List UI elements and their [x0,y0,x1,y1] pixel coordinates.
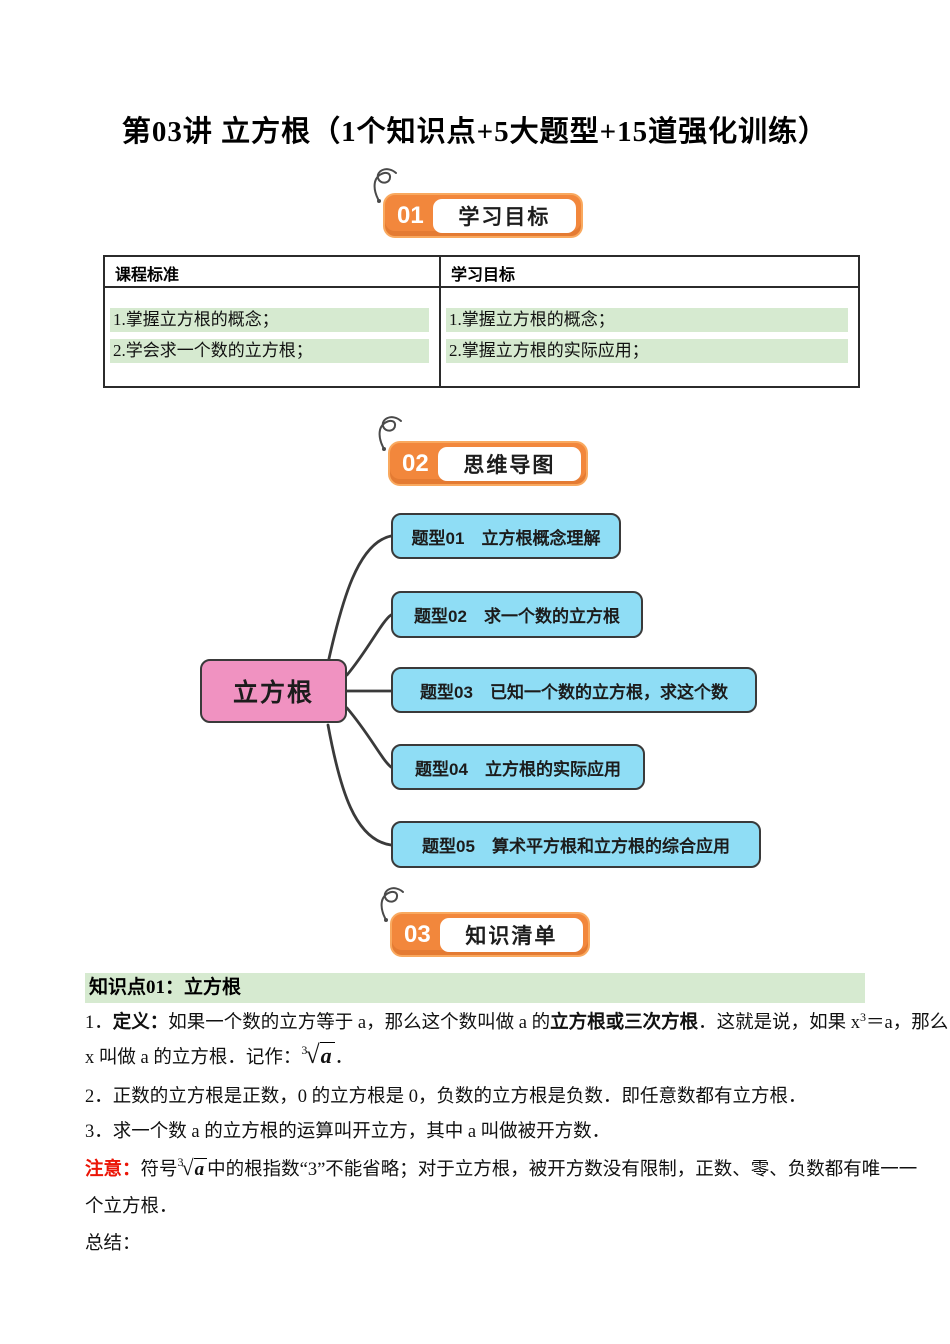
definition-text: ＝a，那么 [866,1013,949,1033]
definition-bold-term: 立方根或三次方根 [550,1013,699,1033]
mind-map: 立方根 题型01 立方根概念理解 题型02 求一个数的立方根 题型03 已知一个… [190,505,775,880]
summary-label: 总结： [85,1234,141,1254]
badge-number: 01 [397,201,424,229]
standard-item: 1.掌握立方根的概念； [110,308,429,332]
mindmap-branch-04: 题型04 立方根的实际应用 [391,744,645,790]
knowledge-point-2: 2．正数的立方根是正数，0 的立方根是 0，负数的立方根是负数．即任意数都有立方… [85,1087,807,1107]
mindmap-center-node: 立方根 [200,659,347,723]
badge-number: 03 [404,920,431,948]
mindmap-branch-01: 题型01 立方根概念理解 [391,513,621,559]
goals-table-standards-cell: 1.掌握立方根的概念； 2.学会求一个数的立方根； [105,288,439,386]
page-title: 第03讲 立方根（1个知识点+5大题型+15道强化训练） [121,116,829,148]
badge-number: 02 [402,449,429,477]
goals-table-body-row: 1.掌握立方根的概念； 2.学会求一个数的立方根； 1.掌握立方根的概念； 2.… [105,288,858,386]
squiggle-clip-icon [378,416,402,451]
definition-line-2: x 叫做 a 的立方根．记作：3√a． [85,1039,875,1074]
badge-label: 知识清单 [439,917,583,952]
section-badge-knowledge-list: 03 知识清单 [380,887,590,957]
section-badge-learning-goals: 01 学习目标 [373,168,583,238]
goals-table-objectives-cell: 1.掌握立方根的概念； 2.掌握立方根的实际应用； [439,288,858,386]
goals-table-header-objectives: 学习目标 [439,257,858,286]
definition-label: 定义： [112,1013,169,1033]
knowledge-point-3: 3．求一个数 a 的立方根的运算叫开立方，其中 a 叫做被开方数． [85,1122,611,1142]
goals-table: 课程标准 学习目标 1.掌握立方根的概念； 2.学会求一个数的立方根； 1.掌握… [103,255,860,388]
goals-table-header-standards: 课程标准 [115,267,180,284]
squiggle-clip-icon [373,168,397,203]
section-badge-mind-map: 02 思维导图 [378,416,588,486]
definition-number: 1． [85,1013,113,1033]
cube-root-notation: 3√a [178,1155,208,1180]
squiggle-clip-icon [380,887,404,922]
definition-text: x 叫做 a 的立方根．记作： [85,1048,302,1068]
standard-item: 2.学会求一个数的立方根； [110,339,429,363]
badge-pill: 01 学习目标 [383,193,583,238]
definition-text: 如果一个数的立方等于 a，那么这个数叫做 a 的 [168,1013,551,1033]
definition-text: ．这就是说，如果 x [698,1013,860,1033]
mindmap-connector-lines [326,534,393,847]
definition-text: ． [334,1048,354,1068]
badge-pill: 02 思维导图 [388,441,588,486]
objective-item: 1.掌握立方根的概念； [446,308,848,332]
definition-line-1: 1．定义：如果一个数的立方等于 a，那么这个数叫做 a 的立方根或三次方根．这就… [85,1008,948,1039]
objective-item: 2.掌握立方根的实际应用； [446,339,848,363]
cube-root-notation: 3√a [301,1040,335,1069]
mindmap-branch-05: 题型05 算术平方根和立方根的综合应用 [391,821,761,868]
badge-pill: 03 知识清单 [390,912,590,957]
exponent: 3 [860,1009,866,1024]
badge-label: 学习目标 [432,198,576,233]
badge-label: 思维导图 [437,446,581,481]
knowledge-point-header: 知识点01：立方根 [85,973,865,1003]
mindmap-branch-03: 题型03 已知一个数的立方根，求这个数 [391,667,757,713]
mindmap-branch-02: 题型02 求一个数的立方根 [391,591,643,638]
note-label: 注意： [85,1160,141,1180]
note-line-2: 个立方根． [85,1197,178,1217]
knowledge-text-block: 1．定义：如果一个数的立方等于 a，那么这个数叫做 a 的立方根或三次方根．这就… [85,1008,948,1260]
note-text: 中的根指数“3”不能省略；对于立方根，被开方数没有限制，正数、零、负数都有唯一一 [207,1160,918,1180]
note-text: 符号 [140,1160,178,1180]
goals-table-header-row: 课程标准 学习目标 [105,257,858,288]
